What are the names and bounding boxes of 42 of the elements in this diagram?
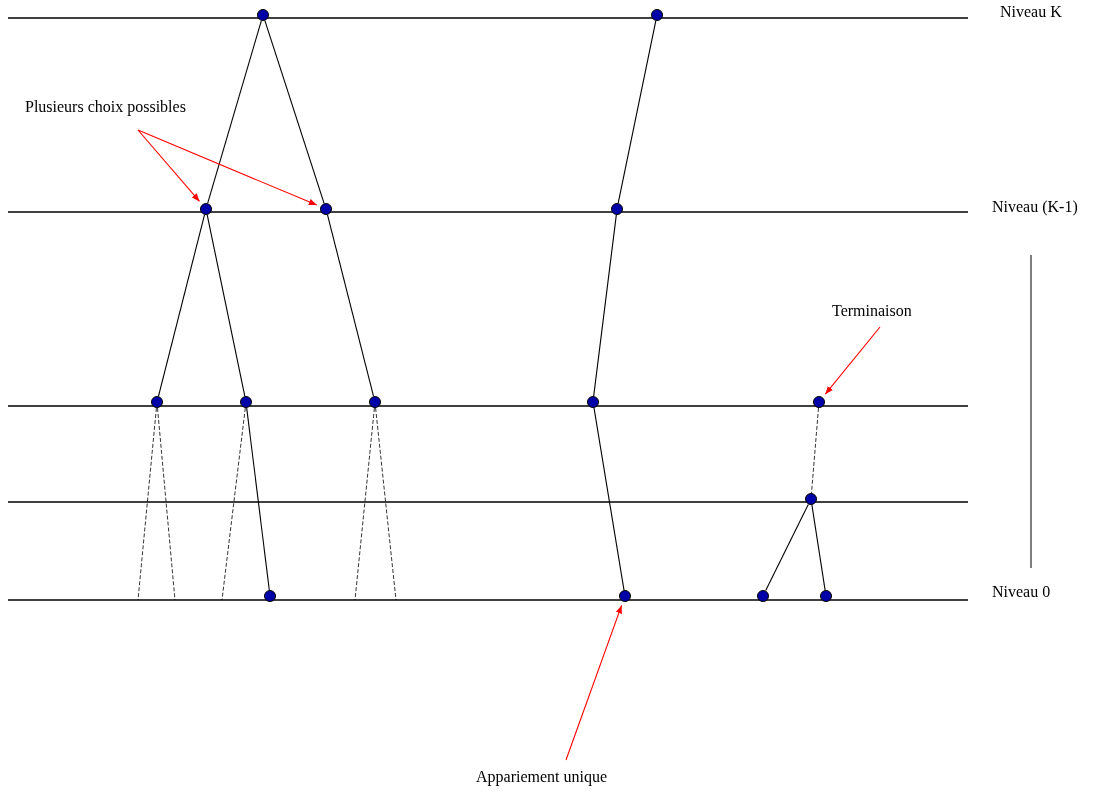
tree-edge <box>137 407 157 601</box>
annotation-text: Terminaison <box>832 302 912 320</box>
level-label: Niveau K <box>1000 3 1062 21</box>
node-dot <box>619 590 631 602</box>
node-dot <box>320 203 332 215</box>
leader-arrow <box>137 129 318 206</box>
tree-edge <box>157 214 206 397</box>
tree-edge <box>811 504 826 591</box>
node-dot <box>757 590 769 602</box>
annotation-text: Appariement unique <box>476 768 608 786</box>
node-dot <box>257 9 269 21</box>
tree-edge <box>617 20 657 204</box>
node-dot <box>151 396 163 408</box>
node-dot <box>820 590 832 602</box>
level-label: Niveau 0 <box>992 583 1051 601</box>
tree-edge <box>157 407 176 601</box>
tree-edge <box>206 214 246 397</box>
node-dot <box>200 203 212 215</box>
node-dot <box>369 396 381 408</box>
tree-edge <box>264 20 325 204</box>
node-dot <box>587 396 599 408</box>
tree-edge <box>811 407 819 494</box>
tree-edge <box>354 407 375 601</box>
tree-edge <box>593 214 617 397</box>
tree-edge <box>375 407 397 601</box>
tree-edge <box>207 20 262 204</box>
tree-edge <box>246 407 270 591</box>
node-dot <box>813 396 825 408</box>
node-dot <box>805 493 817 505</box>
tree-edge <box>221 407 246 601</box>
node-dot <box>264 590 276 602</box>
annotation-text: Plusieurs choix possibles <box>25 98 186 116</box>
node-dot <box>611 203 623 215</box>
leader-arrow <box>137 129 201 202</box>
level-label: Niveau (K-1) <box>992 198 1078 216</box>
tree-edge <box>765 503 809 592</box>
node-dot <box>240 396 252 408</box>
leader-arrow <box>824 326 881 395</box>
tree-edge <box>326 214 375 397</box>
leader-arrow <box>565 604 623 761</box>
tree-edge <box>593 407 625 591</box>
node-dot <box>651 9 663 21</box>
